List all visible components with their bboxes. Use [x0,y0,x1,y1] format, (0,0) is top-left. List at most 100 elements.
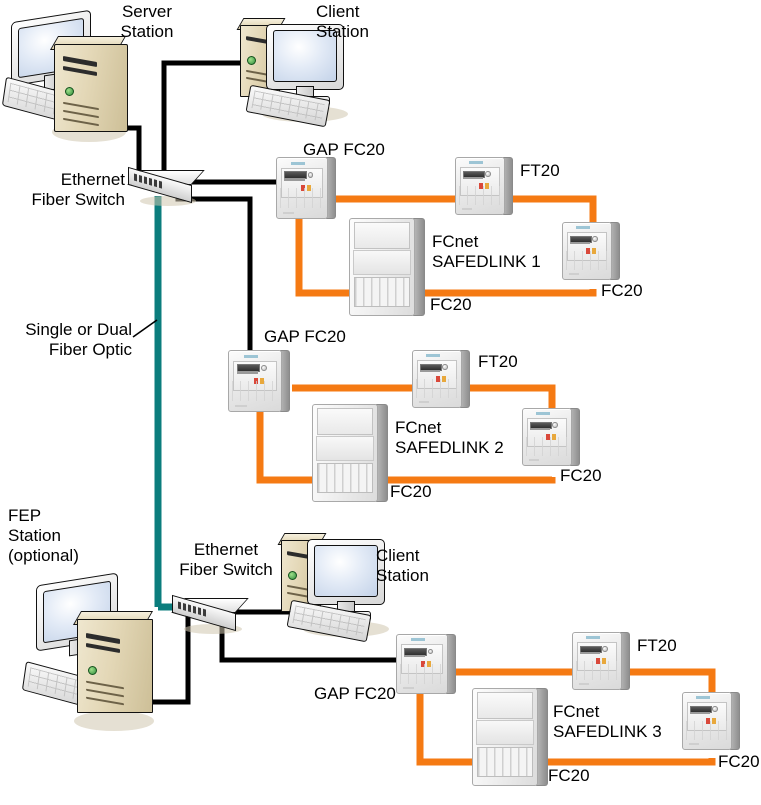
fc20-cabinet-ring2-label: FC20 [390,482,432,501]
gap-fc20-ring2-display-strip [236,371,259,374]
ring1-cabinet-to-gap [295,212,350,297]
fcnet-safedlink-2-label: FCnet SAFEDLINK 2 [395,418,504,457]
ft20-ring2-lower-grid [415,379,459,399]
ft20-ring3[interactable] [572,632,630,690]
server-vent-1 [63,101,99,110]
client-station-bottom[interactable] [275,525,395,643]
client-station-top[interactable] [234,10,354,128]
fc20-cabinet-ring3[interactable] [472,688,548,786]
ethernet-fiber-switch-top[interactable] [127,166,205,208]
fc20-right-ring2[interactable] [522,408,580,466]
fc20-cabinet-ring3-side [536,688,548,786]
ethernet-fiber-switch-bottom[interactable] [171,594,250,636]
server-vent-3 [63,117,99,126]
ethernet-fiber-switch-bottom-label: Ethernet Fiber Switch [179,540,273,579]
fc20-right-ring3[interactable] [682,692,740,750]
fc20-cabinet-ring3-label: FC20 [548,766,590,785]
ring2-cabinet-to-gap [256,400,313,484]
server-tower-body [54,44,128,132]
gap-fc20-ring1-led-amber [306,184,311,191]
ft20-ring3-label: FT20 [637,636,677,655]
ring3-cabinet-to-gap [416,684,473,766]
client-bottom-drive-slot [287,551,309,559]
fc20-cabinet-ring1-body [349,218,415,316]
gap-fc20-ring1[interactable] [276,157,336,219]
fc20-right-ring3-label: FC20 [718,752,760,771]
ring2-fc20right-to-cabinet [352,476,556,484]
fep-drive-slot-1 [86,633,120,644]
fc20-right-ring1-body [562,222,612,280]
gap-fc20-ring3-label: GAP FC20 [314,684,396,703]
fc20-right-ring1-display-strip [570,242,591,245]
gap-fc20-ring2-body [228,350,282,412]
ring3-ft20-to-fc20right [630,668,716,700]
server-drive-slot-2 [63,66,97,76]
ft20-ring3-foot [578,683,590,686]
fc20-right-ring1-side [610,222,620,280]
ft20-ring1[interactable] [455,157,513,215]
ft20-ring3-logo-icon [586,636,600,640]
server-power-led [65,87,74,96]
gap-fc20-ring1-led-red [301,184,306,191]
switch-bottom-shadow [184,624,242,634]
ft20-ring2-logo-icon [426,354,440,358]
gap-fc20-ring2-logo-icon [243,354,259,358]
ft20-ring3-lower-grid [575,661,619,681]
fc20-cabinet-ring1-side [413,218,425,316]
fc20-cabinet-ring1[interactable] [349,218,425,316]
fc20-cabinet-ring3-vent-section [476,746,534,778]
ring1-fc20right-to-cabinet [389,289,597,297]
fep-drive-slot-2 [86,643,120,653]
client-top-drive-slot [246,36,268,44]
gap-fc20-ring3-led-red [421,660,426,667]
ft20-ring2-label: FT20 [478,352,518,371]
gap-fc20-ring1-display-strip [284,178,306,181]
ft20-ring3-knob-icon [602,646,608,652]
ft20-ring1-foot [461,208,473,211]
fc20-right-ring1[interactable] [562,222,620,280]
gap-fc20-ring1-side [326,157,336,219]
switch-bottom-ports [178,601,206,617]
fc20-right-ring1-knob-icon [592,236,598,242]
server-station[interactable] [1,9,129,144]
fc20-right-ring2-logo-icon [536,412,550,416]
fc20-right-ring1-logo-icon [576,226,590,230]
gap-fc20-ring3-foot [403,686,414,689]
fep-station[interactable] [21,572,154,735]
cable-switch-bottom-to-gap3 [219,626,401,663]
client-bottom-power-led [288,571,297,580]
gap-fc20-ring3[interactable] [396,634,456,694]
fc20-cabinet-ring2-side [376,404,388,502]
fc20-cabinet-ring3-control-section [476,691,534,719]
fc20-right-ring2-lower-grid [525,437,569,457]
ft20-ring2-knob-icon [442,364,448,370]
fc20-cabinet-ring2[interactable] [312,404,388,502]
fc20-cabinet-ring1-blank-panel [352,249,412,275]
fc20-right-ring3-body [682,692,732,750]
leader-line-fiber-optic [132,319,158,338]
gap-fc20-ring2[interactable] [228,350,290,412]
gap-fc20-ring3-side [446,634,456,694]
gap-fc20-ring2-led-amber [260,377,264,384]
ft20-ring1-display-strip [463,177,484,180]
fc20-right-ring3-side [730,692,740,750]
client-station-bottom-label: Client Station [376,546,429,585]
fc20-right-ring1-lower-grid [565,251,609,271]
fc20-right-ring3-foot [688,743,700,746]
ft20-ring3-display-strip [580,652,601,655]
gap-fc20-ring1-foot [283,211,294,214]
fc20-cabinet-ring3-blank-panel [475,719,535,745]
fc20-right-ring3-logo-icon [696,696,710,700]
gap-fc20-ring2-lower-grid [232,381,278,402]
gap-fc20-ring2-label: GAP FC20 [264,327,346,346]
server-station-label: Server Station [120,2,174,41]
gap-fc20-ring1-body [276,157,328,219]
ft20-ring2[interactable] [412,350,470,408]
switch-top-ports [134,173,162,189]
fep-shadow [74,711,154,731]
fc20-cabinet-ring1-label: FC20 [430,295,472,314]
fc20-cabinet-ring3-body [472,688,538,786]
gap-fc20-ring3-body [396,634,448,694]
fep-tower-body [77,619,153,713]
ring2-ft20-to-fc20right [470,384,556,415]
